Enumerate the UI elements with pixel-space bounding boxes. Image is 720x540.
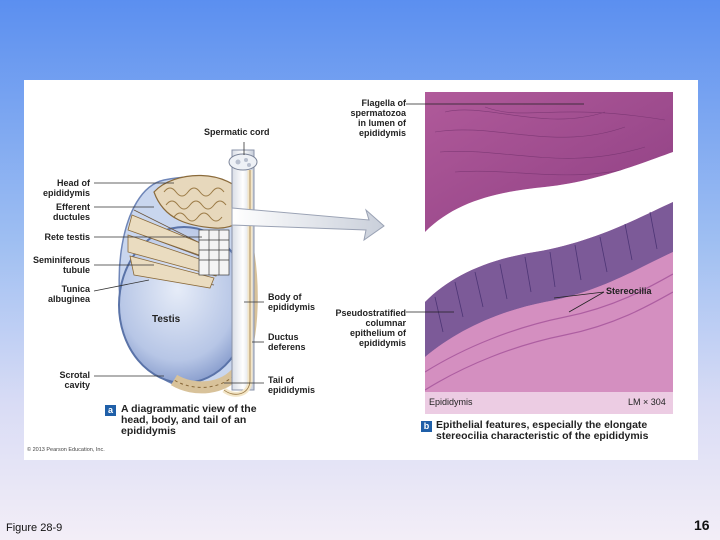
badge-b: b	[421, 421, 432, 432]
figure-reference: Figure 28-9	[6, 522, 63, 534]
label-spermatic-cord: Spermatic cord	[204, 127, 270, 137]
micrograph-tag-left: Epididymis	[429, 397, 473, 407]
label-pseudostratified: Pseudostratified columnar epithelium of …	[335, 308, 406, 348]
copyright: © 2013 Pearson Education, Inc.	[27, 447, 105, 453]
label-testis: Testis	[152, 314, 181, 325]
label-ductus-deferens: Ductus deferens	[268, 332, 306, 352]
label-rete-testis: Rete testis	[44, 232, 90, 242]
pointer-arrow	[231, 207, 385, 242]
label-flagella: Flagella of spermatozoa in lumen of epid…	[350, 98, 406, 138]
label-head-of-epididymis: Head of epididymis	[42, 178, 90, 198]
figure-panel: Head of epididymis Efferent ductules Ret…	[24, 80, 698, 460]
label-tunica-albuginea: Tunica albuginea	[47, 284, 90, 304]
badge-a: a	[105, 405, 116, 416]
micrograph	[425, 92, 673, 414]
label-body-of-epididymis: Body of epididymis	[268, 292, 316, 312]
micrograph-tag-right: LM × 304	[628, 397, 666, 407]
label-efferent-ductules: Efferent ductules	[52, 202, 90, 222]
label-scrotal-cavity: Scrotal cavity	[59, 370, 90, 390]
caption-a: A diagrammatic view of the head, body, a…	[121, 403, 257, 437]
label-tail-of-epididymis: Tail of epididymis	[268, 375, 316, 395]
caption-b: Epithelial features, especially the elon…	[436, 419, 649, 442]
epididymis-diagram	[93, 142, 385, 397]
label-seminiferous-tubule: Seminiferous tubule	[32, 255, 90, 275]
label-stereocilia: Stereocilia	[606, 286, 652, 296]
page-number: 16	[694, 517, 710, 533]
